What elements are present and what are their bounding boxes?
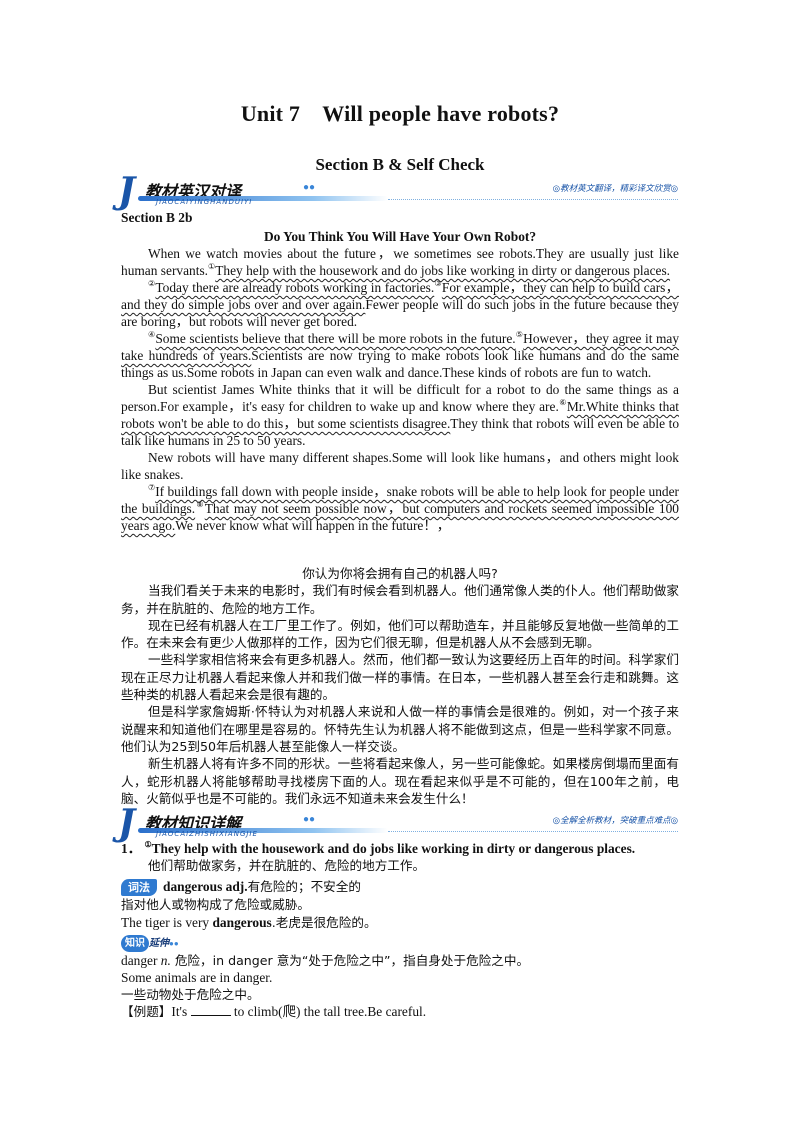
extension-example-translation: 一些动物处于危险之中。	[121, 987, 260, 1003]
banner-logo-letter: J	[118, 802, 136, 844]
passage-paragraph-6: ⑦If buildings fall down with people insi…	[121, 483, 680, 534]
passage-paragraph-4: But scientist James White thinks that it…	[121, 382, 680, 448]
decorative-dots-icon: ●●	[303, 182, 316, 193]
passage-paragraph-3: ④Some scientists believe that there will…	[121, 330, 680, 381]
word-example: The tiger is very dangerous.老虎是很危险的。	[121, 914, 377, 930]
translation-title: 你认为你将会拥有自己的机器人吗?	[302, 566, 498, 581]
banner-swoosh	[138, 196, 388, 201]
chinese-translation: 你认为你将会拥有自己的机器人吗? 当我们看关于未来的电影时，我们有时候会看到机器…	[121, 565, 679, 807]
section-banner-knowledge: J 教材知识详解 ●● JIAOCAIZHISHIXIANGJIE ◎全解全析教…	[118, 802, 678, 844]
english-passage: Section B 2b Do You Think You Will Have …	[121, 209, 679, 534]
section-label: Section B 2b	[121, 210, 193, 225]
extension-example: Some animals are in danger.	[121, 970, 273, 986]
section-banner-translation: J 教材英汉对译 ●● JIAOCAIYINGHANDUIYI ◎教材英文翻译，…	[118, 170, 678, 212]
extension-entry: danger n. 危险，in danger 意为“处于危险之中”，指自身处于危…	[121, 952, 530, 968]
banner-note: ◎全解全析教材，突破重点难点◎	[552, 816, 678, 826]
section-subtitle: Section B & Self Check	[315, 155, 485, 174]
translation-paragraph-4: 但是科学家詹姆斯·怀特认为对机器人来说和人做一样的事情会是很难的。例如，对一个孩…	[121, 704, 679, 754]
banner-swoosh	[138, 828, 388, 833]
extension-tag: 知识延伸●●	[121, 933, 679, 952]
banner-logo-letter: J	[118, 170, 136, 212]
knowledge-section: 1． ①They help with the housework and do …	[121, 840, 679, 1021]
translation-paragraph-2: 现在已经有机器人在工厂里工作了。例如，他们可以帮助造车，并且能够反复地做一些简单…	[121, 617, 679, 651]
vocabulary-tag: 词法	[121, 879, 157, 897]
banner-pinyin: JIAOCAIZHISHIXIANGJIE	[156, 830, 258, 838]
passage-paragraph-2: ②Today there are already robots working …	[121, 279, 679, 330]
knowledge-sentence: 1． ①They help with the housework and do …	[121, 840, 636, 857]
passage-title: Do You Think You Will Have Your Own Robo…	[263, 229, 537, 244]
banner-divider	[388, 831, 678, 832]
word-description: 指对他人或物构成了危险或威胁。	[121, 897, 310, 913]
exercise-question: 【例题】It's to climb(爬) the tall tree.Be ca…	[121, 1003, 427, 1020]
translation-paragraph-1: 当我们看关于未来的电影时，我们有时候会看到机器人。他们通常像人类的仆人。他们帮助…	[121, 583, 679, 616]
knowledge-sentence-translation: 他们帮助做家务，并在肮脏的、危险的地方工作。	[148, 858, 426, 873]
answer-blank[interactable]	[190, 1003, 231, 1017]
unit-title: Unit 7 Will people have robots?	[240, 101, 560, 126]
banner-divider	[388, 199, 678, 200]
passage-paragraph-5: New robots will have many different shap…	[121, 450, 679, 482]
translation-paragraph-3: 一些科学家相信将来会有更多机器人。然而，他们都一致认为这要经历上百年的时间。科学…	[121, 652, 679, 703]
decorative-dots-icon: ●●	[303, 814, 316, 825]
banner-pinyin: JIAOCAIYINGHANDUIYI	[156, 198, 253, 206]
passage-paragraph-1: When we watch movies about the future，we…	[121, 246, 679, 278]
banner-note: ◎教材英文翻译，精彩译文欣赏◎	[552, 184, 678, 194]
translation-paragraph-5: 新生机器人将有许多不同的形状。一些将看起来像人，另一些可能像蛇。如果楼房倒塌而里…	[121, 756, 679, 806]
